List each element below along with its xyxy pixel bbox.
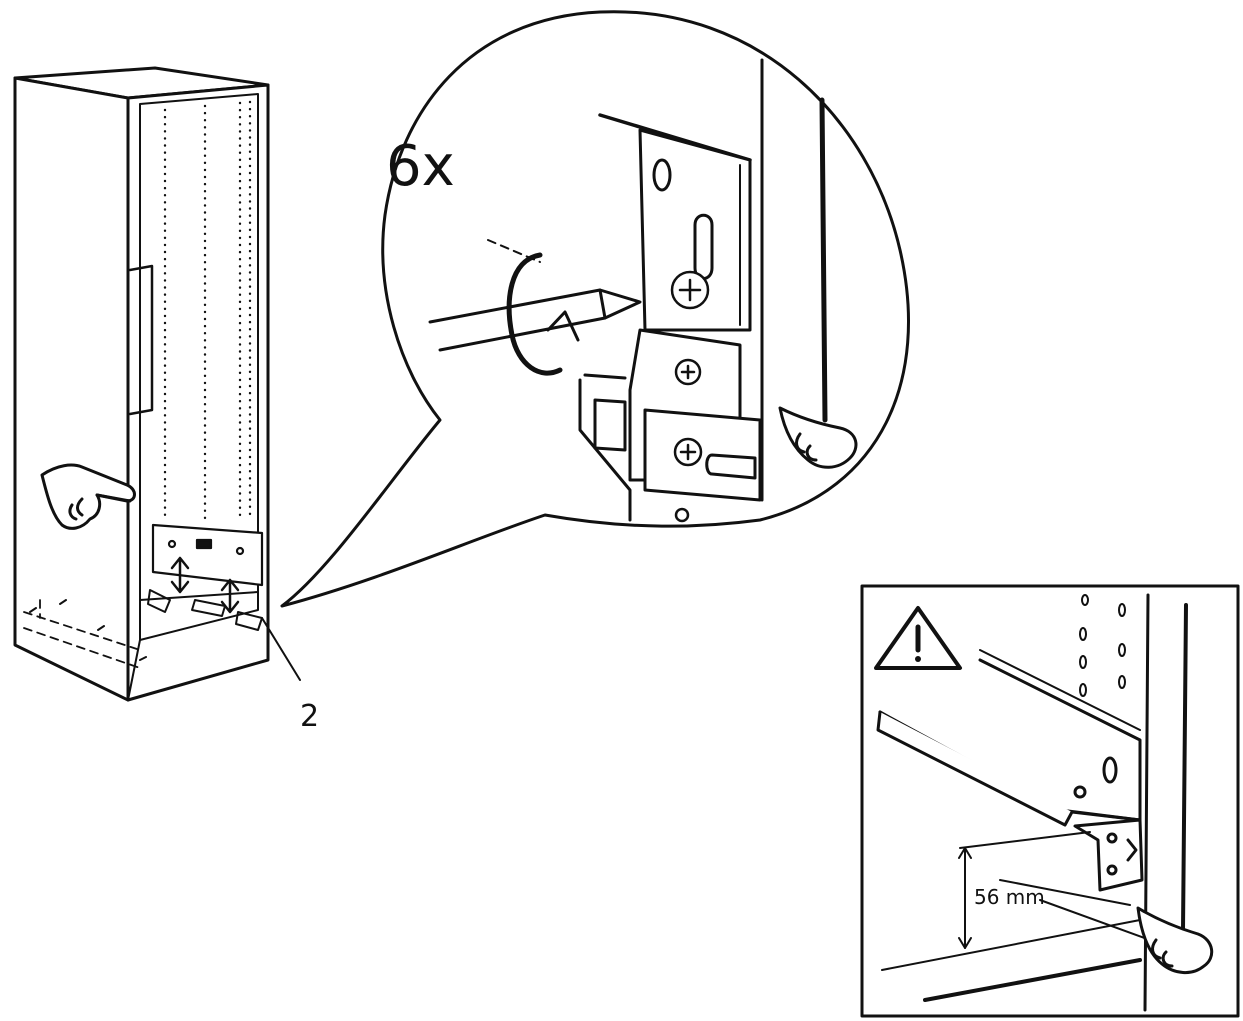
rotate-clockwise-arrow-icon <box>506 252 580 376</box>
callout-number: 2 <box>300 699 319 734</box>
cabinet-illustration <box>13 66 270 702</box>
quantity-label: 6x <box>386 134 455 199</box>
dimension-line <box>958 831 1131 949</box>
pointing-hand-icon <box>1136 906 1214 974</box>
dashed-outline <box>23 599 141 669</box>
measurement-label: 56 mm <box>974 885 1045 909</box>
callout-leader <box>261 617 301 681</box>
pointing-hand-icon <box>40 463 136 530</box>
pointing-hand-icon <box>778 406 858 469</box>
warning-inset: 56 mm <box>860 584 1240 1018</box>
bracket-closeup <box>578 58 828 522</box>
phillips-screw-icon <box>670 270 710 523</box>
warning-triangle-icon <box>874 606 962 670</box>
hole-rows <box>163 100 252 522</box>
